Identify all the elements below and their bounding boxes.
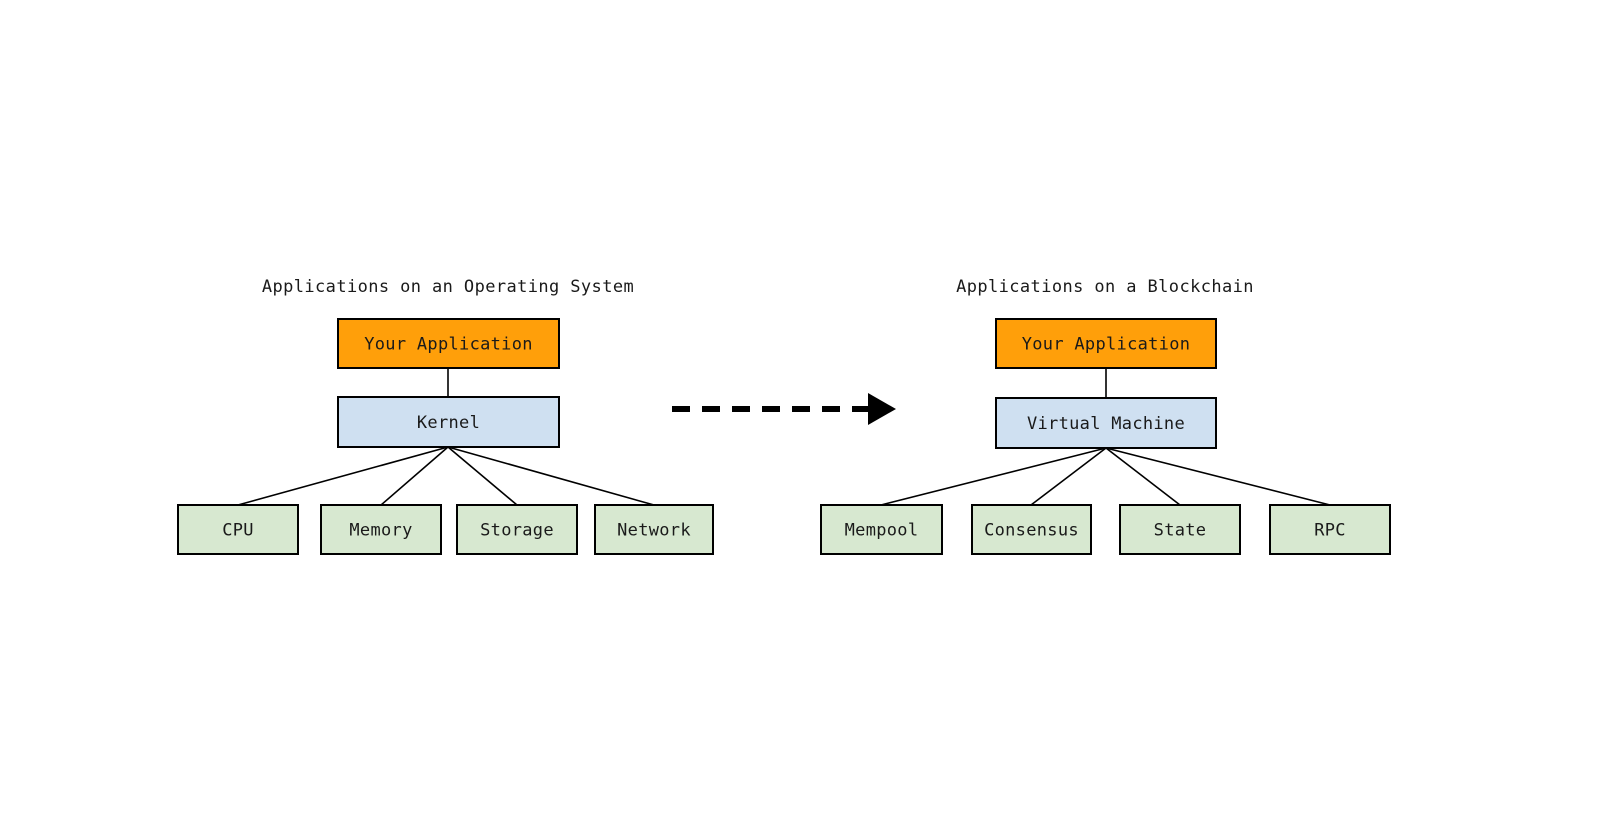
panel-operating-system: Applications on an Operating System Your… xyxy=(177,277,714,555)
node-consensus[interactable]: Consensus xyxy=(971,504,1092,555)
node-rpc[interactable]: RPC xyxy=(1269,504,1391,555)
node-label-your-application-blockchain: Your Application xyxy=(1022,335,1191,355)
node-label-storage: Storage xyxy=(480,521,554,541)
edge-kernel-to-memory xyxy=(380,446,449,506)
node-label-rpc: RPC xyxy=(1314,521,1346,541)
node-label-kernel: Kernel xyxy=(417,413,480,433)
edge-vm-to-mempool xyxy=(880,447,1107,506)
node-label-memory: Memory xyxy=(349,521,412,541)
panel-title-operating-system: Applications on an Operating System xyxy=(262,277,634,297)
node-your-application-os[interactable]: Your Application xyxy=(337,318,560,369)
analogy-arrow xyxy=(672,393,896,425)
node-label-mempool: Mempool xyxy=(845,521,919,541)
node-virtual-machine[interactable]: Virtual Machine xyxy=(995,397,1217,449)
edge-vm-to-state xyxy=(1105,447,1181,506)
node-mempool[interactable]: Mempool xyxy=(820,504,943,555)
node-state[interactable]: State xyxy=(1119,504,1241,555)
node-label-state: State xyxy=(1154,521,1207,541)
panel-title-blockchain: Applications on a Blockchain xyxy=(956,277,1254,297)
node-network[interactable]: Network xyxy=(594,504,714,555)
node-label-your-application-os: Your Application xyxy=(364,335,533,355)
analogy-arrow-head xyxy=(868,393,896,425)
node-your-application-blockchain[interactable]: Your Application xyxy=(995,318,1217,369)
node-cpu[interactable]: CPU xyxy=(177,504,299,555)
edge-vm-to-consensus xyxy=(1030,447,1107,506)
node-label-virtual-machine: Virtual Machine xyxy=(1027,414,1185,434)
node-memory[interactable]: Memory xyxy=(320,504,442,555)
node-kernel[interactable]: Kernel xyxy=(337,396,560,448)
edge-kernel-to-network xyxy=(447,446,655,506)
edge-vm-to-rpc xyxy=(1105,447,1331,506)
node-label-cpu: CPU xyxy=(222,521,254,541)
panel-blockchain: Applications on a Blockchain Your Applic… xyxy=(820,277,1391,555)
edge-kernel-to-cpu xyxy=(237,446,449,506)
node-label-consensus: Consensus xyxy=(984,521,1079,541)
node-label-network: Network xyxy=(617,521,691,541)
node-storage[interactable]: Storage xyxy=(456,504,578,555)
edge-kernel-to-storage xyxy=(447,446,518,506)
